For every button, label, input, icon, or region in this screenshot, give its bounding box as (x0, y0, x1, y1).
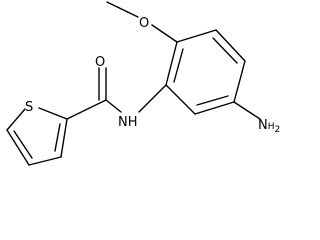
bond-thio-5-inner (54, 123, 61, 152)
bond-ring-4 (194, 101, 235, 115)
structure-diagram: O O S NH NH2 (6, 1, 280, 166)
bond-ring-2-inner (212, 37, 238, 64)
atom-o-carbonyl: O (95, 55, 105, 70)
atom-o-methoxy: O (139, 16, 149, 31)
bond-nh-carbonyl (105, 99, 122, 113)
bond-ring-amine (233, 101, 261, 120)
bond-ring-6-inner (173, 48, 184, 83)
bond-thio-3 (6, 129, 30, 166)
atom-nh-amide: NH (118, 115, 138, 130)
atom-h-amine: H (268, 122, 275, 132)
bond-ring-nh (138, 84, 167, 113)
bond-thio-2 (6, 108, 26, 131)
atom-h-count: 2 (275, 125, 281, 135)
bond-ring-5 (165, 84, 196, 115)
atom-n-amine: N (258, 118, 268, 133)
bond-ring-2 (215, 29, 246, 62)
bond-o-ring (151, 24, 178, 43)
bond-carbonyl-thiophene (66, 99, 107, 120)
bond-ring-4-inner (196, 95, 229, 106)
structure-canvas: O O S NH NH2 (6, 1, 280, 166)
atom-s-thiophene: S (25, 100, 33, 115)
bond-methyl-o (106, 1, 139, 18)
bond-ring-6 (165, 41, 178, 86)
bond-thio-5 (60, 118, 68, 158)
bond-thio-1 (38, 107, 68, 120)
bond-ring-3 (233, 60, 246, 103)
bond-ring-1 (176, 29, 217, 43)
bond-thio-4 (28, 156, 62, 166)
bond-thio-3-inner (13, 130, 33, 159)
atom-nh2-amine: NH2 (258, 118, 280, 135)
